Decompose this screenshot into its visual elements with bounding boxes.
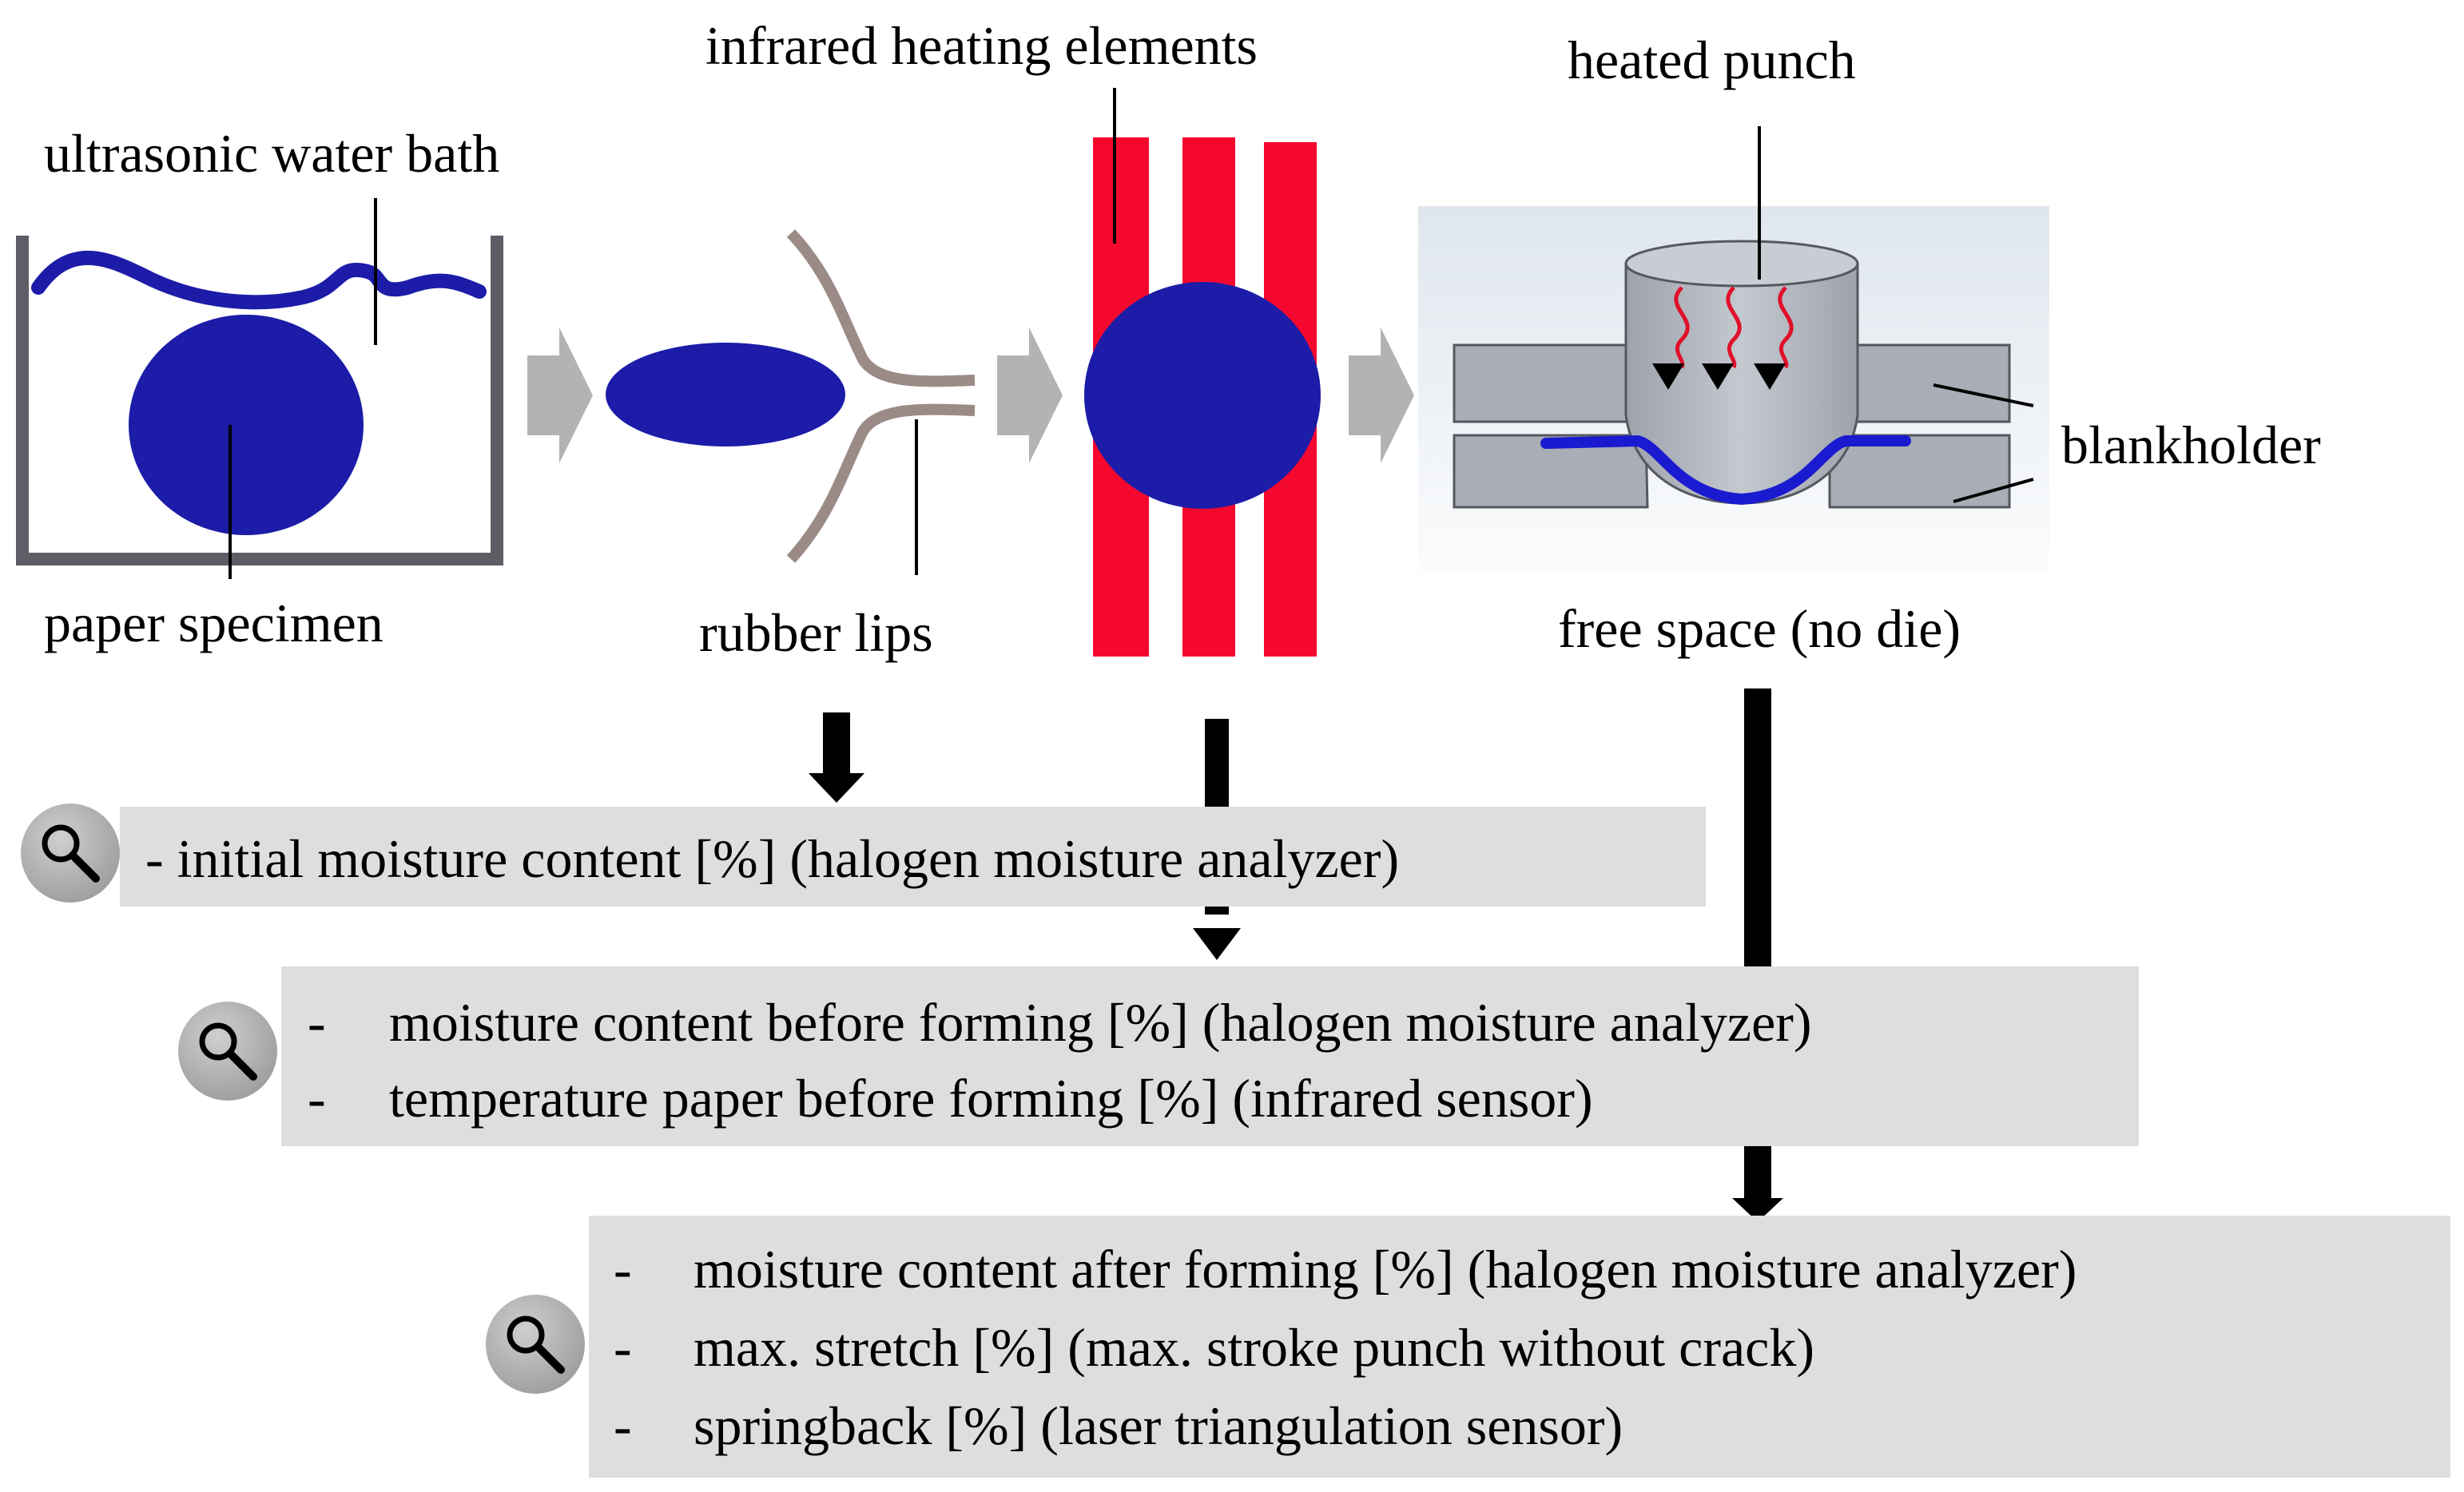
panel-2-line-2: temperature paper before forming [%] (in…	[389, 1068, 1593, 1129]
panel-3-bullet-3: -	[614, 1395, 632, 1456]
blankholder-lower-left	[1453, 434, 1649, 509]
process-arrow-icon-2	[997, 327, 1063, 463]
heat-arrow-2	[1702, 363, 1734, 390]
rubber-lip-lower	[786, 403, 976, 563]
panel-3-line-1: moisture content after forming [%] (halo…	[693, 1239, 2077, 1300]
label-infrared-heating-elements: infrared heating elements	[705, 15, 1258, 76]
heated-specimen	[1084, 282, 1321, 509]
magnifier-icon	[21, 804, 120, 903]
panel-3-background	[589, 1216, 2450, 1478]
arrow-head-1	[809, 773, 864, 803]
panel-1-background	[120, 807, 1706, 907]
heat-arrow-1	[1652, 363, 1684, 390]
panel-2-background	[281, 966, 2139, 1146]
label-blankholder: blankholder	[2061, 415, 2321, 475]
heat-arrow-3	[1754, 363, 1786, 390]
infrared-stage: infrared heating elements	[705, 15, 1321, 657]
blankholder-leader-lower	[1953, 478, 2034, 503]
measurement-panel-3: - moisture content after forming [%] (ha…	[589, 1216, 2450, 1478]
label-free-space: free space (no die)	[1558, 598, 1961, 659]
blankholder-leader-upper	[1933, 383, 2034, 407]
magnifier-icon	[178, 1002, 277, 1101]
blankholder-upper-left	[1453, 343, 1655, 423]
panel-3-line-2: max. stretch [%] (max. stroke punch with…	[693, 1317, 1814, 1378]
forming-stage: heated punch blankholder free space (no …	[1418, 30, 2321, 659]
bath-container	[16, 236, 503, 565]
measurement-panel-2: - moisture content before forming [%] (h…	[281, 966, 2139, 1146]
arrow-head-3	[1732, 1198, 1783, 1222]
rubber-lips-stage: rubber lips	[606, 229, 976, 663]
label-paper-specimen: paper specimen	[44, 593, 384, 653]
water-surface	[31, 251, 487, 310]
heated-punch-top	[1624, 240, 1859, 288]
formed-paper	[1540, 435, 1911, 506]
blankholder-lower-right	[1828, 434, 2011, 509]
arrow-head-2	[1193, 928, 1241, 960]
process-arrow-icon-3	[1349, 327, 1414, 463]
arrow-shaft-1	[823, 712, 850, 776]
heat-wave-3	[1778, 286, 1794, 369]
panel-3-bullet-2: -	[614, 1317, 632, 1378]
paper-specimen-disc	[129, 315, 364, 535]
magnifier-icon	[486, 1295, 585, 1394]
water-bath: ultrasonic water bath paper specimen	[16, 123, 503, 653]
panel-1-line-1: - initial moisture content [%] (halogen …	[145, 828, 1399, 889]
process-arrow-icon-1	[527, 327, 593, 463]
heat-wave-2	[1726, 286, 1742, 369]
panel-3-bullet-1: -	[614, 1239, 632, 1300]
heat-wave-1	[1674, 286, 1690, 369]
rubber-lip-upper	[786, 229, 976, 387]
label-rubber-lips: rubber lips	[699, 602, 933, 663]
panel-2-bullet-2: -	[308, 1068, 326, 1129]
panel-2-bullet-1: -	[308, 992, 326, 1053]
squeezed-specimen	[606, 343, 845, 446]
label-heated-punch: heated punch	[1568, 30, 1856, 90]
measurement-panel-1: - initial moisture content [%] (halogen …	[120, 807, 1706, 907]
panel-3-line-3: springback [%] (laser triangulation sens…	[693, 1395, 1623, 1456]
label-ultrasonic-water-bath: ultrasonic water bath	[44, 123, 499, 184]
panel-2-line-1: moisture content before forming [%] (hal…	[389, 992, 1812, 1053]
heated-punch-body	[1624, 262, 1859, 505]
